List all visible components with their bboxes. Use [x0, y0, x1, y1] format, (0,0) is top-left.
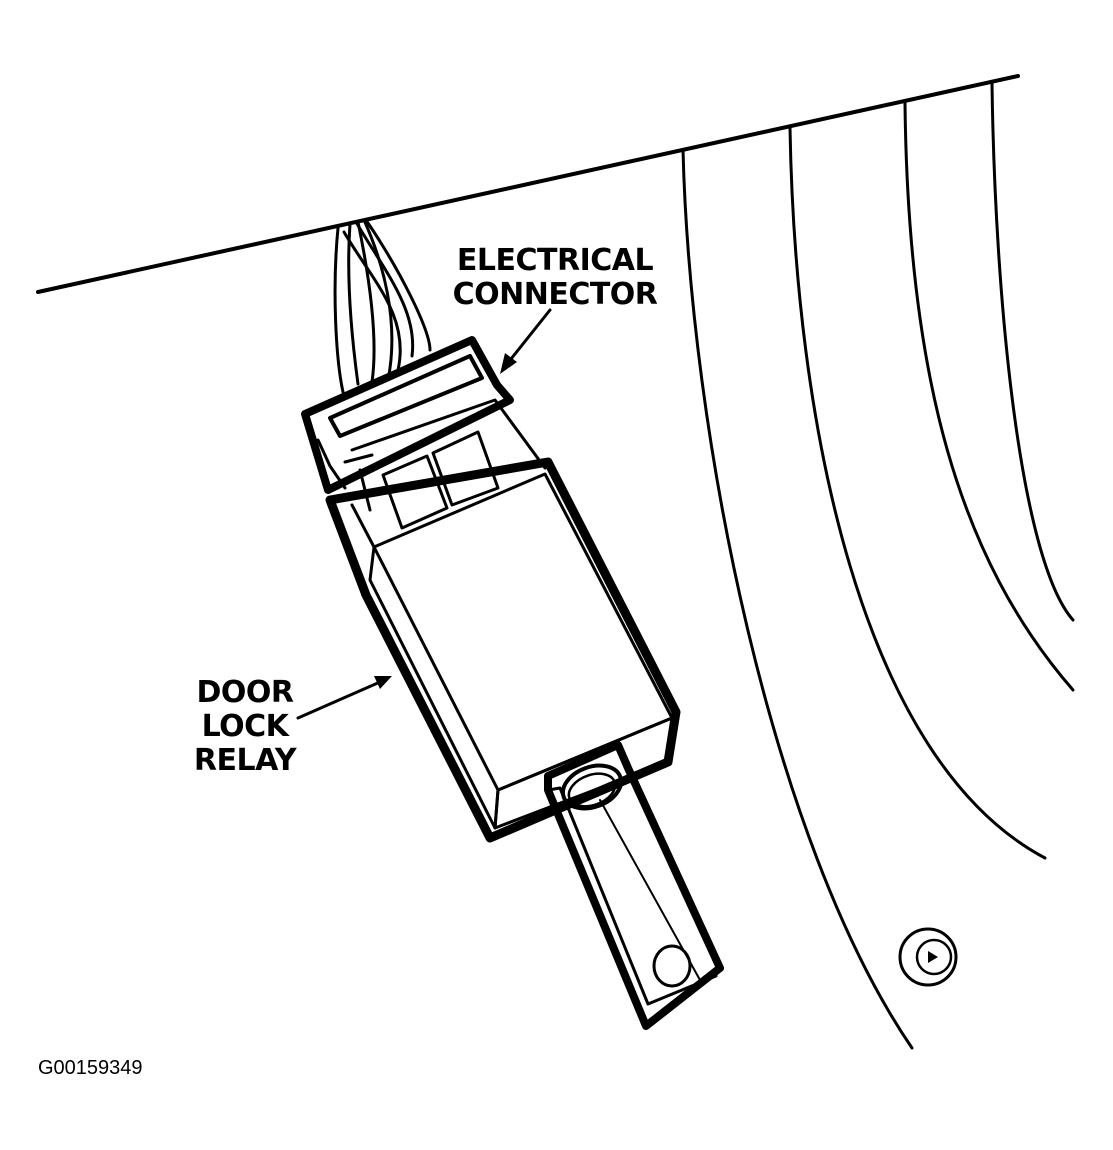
panel-contours [681, 82, 1075, 1050]
door-lock-relay [325, 457, 681, 843]
electrical-connector-leader [505, 308, 552, 366]
wire-harness [333, 218, 432, 394]
door-lock-relay-label: DOOR LOCK RELAY [180, 676, 310, 778]
leader-arrows [296, 308, 552, 720]
electrical-connector-arrowhead [500, 353, 517, 374]
door-lock-relay-arrowhead [374, 676, 392, 689]
electrical-connector [301, 336, 547, 530]
panel-top-edge [36, 74, 1020, 294]
electrical-connector-label-line1: ELECTRICAL [456, 243, 654, 278]
door-lock-relay-label-line3: RELAY [193, 743, 297, 778]
electrical-connector-label-line2: CONNECTOR [452, 277, 658, 312]
door-lock-relay-label-line2: LOCK [201, 709, 289, 744]
mounting-bracket [544, 741, 724, 1030]
door-lock-relay-leader [296, 680, 382, 720]
door-lock-relay-label-line1: DOOR [196, 675, 294, 710]
mounting-screw [898, 927, 958, 987]
figure-id: G00159349 [38, 1057, 143, 1079]
electrical-connector-label: ELECTRICAL CONNECTOR [440, 244, 670, 312]
